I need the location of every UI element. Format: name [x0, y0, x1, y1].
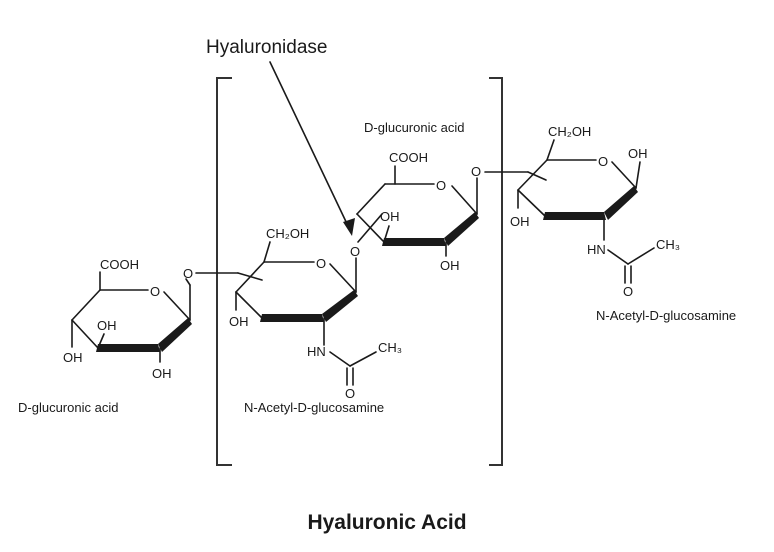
- unit-glucuronic-acid-2: D-glucuronic acid COOH O OH OH: [356, 120, 479, 273]
- unit-n-acetylglucosamine-2: CH₂OH O OH OH HN CH₃ O N-Acetyl-D-glucos…: [510, 124, 736, 323]
- unit4-ch2oh: CH₂OH: [548, 124, 591, 139]
- glycosidic-linkage-1: O: [183, 266, 263, 281]
- unit4-oh-right: OH: [628, 146, 648, 161]
- repeat-bracket-left: [216, 77, 232, 466]
- unit4-ch3: CH₃: [656, 237, 680, 252]
- unit1-oh-upper: OH: [97, 318, 117, 333]
- unit2-carbonyl-oxygen: O: [345, 386, 355, 401]
- unit2-hn: HN: [307, 344, 326, 359]
- unit2-ch2oh: CH₂OH: [266, 226, 309, 241]
- unit3-oh-upper: OH: [380, 209, 400, 224]
- unit3-oh-lower: OH: [440, 258, 460, 273]
- diagram-title: Hyaluronic Acid: [307, 511, 466, 534]
- unit2-oh-left: OH: [229, 314, 249, 329]
- unit2-name: N-Acetyl-D-glucosamine: [244, 400, 384, 415]
- unit3-name: D-glucuronic acid: [364, 120, 464, 135]
- unit-glucuronic-acid-1: COOH O OH OH OH D-glucuronic acid: [18, 257, 192, 415]
- unit1-name: D-glucuronic acid: [18, 400, 118, 415]
- enzyme-label: Hyaluronidase: [206, 37, 327, 58]
- cleavage-arrow: [269, 61, 355, 236]
- unit4-carbonyl-oxygen: O: [623, 284, 633, 299]
- unit4-hn: HN: [587, 242, 606, 257]
- unit1-oh-lower: OH: [152, 366, 172, 381]
- unit2-ch3: CH₃: [378, 340, 402, 355]
- unit2-ring-oxygen: O: [316, 256, 326, 271]
- glycosidic-linkage-3: O: [471, 164, 547, 181]
- glycosidic-linkage-2: O: [350, 213, 383, 259]
- unit1-cooh: COOH: [100, 257, 139, 272]
- unit4-ring-oxygen: O: [598, 154, 608, 169]
- linkage2-oxygen: O: [350, 244, 360, 259]
- unit4-oh-left: OH: [510, 214, 530, 229]
- unit1-ring-oxygen: O: [150, 284, 160, 299]
- unit1-oh-left: OH: [63, 350, 83, 365]
- unit4-name: N-Acetyl-D-glucosamine: [596, 308, 736, 323]
- linkage3-oxygen: O: [471, 164, 481, 179]
- repeat-bracket-right: [489, 77, 503, 466]
- unit3-ring-oxygen: O: [436, 178, 446, 193]
- linkage1-oxygen: O: [183, 266, 193, 281]
- unit-n-acetylglucosamine-1: CH₂OH O OH HN CH₃ O N-Acetyl-D-glucosami…: [229, 226, 402, 415]
- unit3-cooh: COOH: [389, 150, 428, 165]
